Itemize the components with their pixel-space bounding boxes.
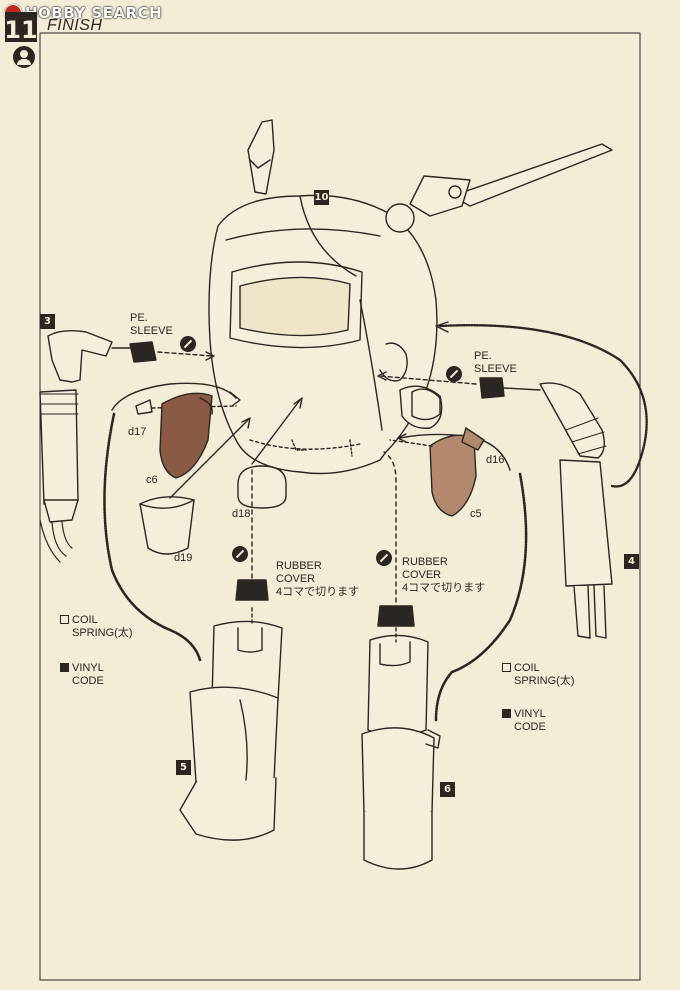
label-line: COIL [72,614,98,626]
part-badge-4: 4 [624,554,639,569]
part-badge-10: 10 [314,190,329,205]
label-line: VINYL [72,662,104,674]
coil-spring-label-left: COIL SPRING(太) [60,614,133,640]
part-id-c6: c6 [146,474,158,486]
pe-sleeve-label-right: PE. SLEEVE [474,350,517,376]
no-glue-icon [232,546,248,562]
vinyl-legend-box [60,663,69,672]
pe-sleeve-label-left: PE. SLEEVE [130,312,173,338]
step-title: FINISH [47,17,103,34]
antenna-right [451,143,613,207]
label-line: SLEEVE [474,363,517,375]
part-id-d16: d16 [486,454,505,466]
part-badge-6: 6 [440,782,455,797]
vinyl-legend-box [502,709,511,718]
label-line: COVER [276,573,316,585]
rubber-cover-label-left: RUBBER COVER 4コマで切ります [276,560,359,599]
plate-c6 [159,392,213,479]
coil-legend-box [60,615,69,624]
label-line: 4コマで切ります [276,586,360,598]
label-line: PE. [130,312,148,324]
label-line: PE. [474,350,492,362]
figure-icon [13,46,35,68]
part-id-d19: d19 [174,552,193,564]
arm-left [47,329,113,383]
label-line: COVER [402,569,442,581]
visor-window [239,276,351,337]
label-line: RUBBER [402,556,448,568]
part-badge-5: 5 [176,760,191,775]
visor [229,261,363,349]
label-line: 4コマで切ります [402,582,486,594]
coil-spring-label-right: COIL SPRING(太) [502,662,575,688]
arm-right [539,382,605,459]
label-line: SPRING(太) [514,675,575,687]
step-number: 11 [4,12,38,42]
antenna-left [247,119,275,195]
rubber-cover-label-right: RUBBER COVER 4コマで切ります [402,556,485,595]
part-id-d17: d17 [128,426,147,438]
part-badge-3: 3 [40,314,55,329]
no-glue-icon [376,550,392,566]
vinyl-code-label-left: VINYL CODE [60,662,104,688]
coil-legend-box [502,663,511,672]
label-line: CODE [514,721,546,733]
label-line: VINYL [514,708,546,720]
no-glue-icon [446,366,462,382]
label-line: RUBBER [276,560,322,572]
plate-c5 [429,434,477,517]
part-id-d18: d18 [232,508,251,520]
no-glue-icon [180,336,196,352]
part-id-c5: c5 [470,508,482,520]
label-line: SLEEVE [130,325,173,337]
watermark-text: HOBBY SEARCH [25,4,163,22]
vinyl-code-label-right: VINYL CODE [502,708,546,734]
label-line: CODE [72,675,104,687]
label-line: COIL [514,662,540,674]
leg-right [367,634,429,737]
label-line: SPRING(太) [72,627,133,639]
